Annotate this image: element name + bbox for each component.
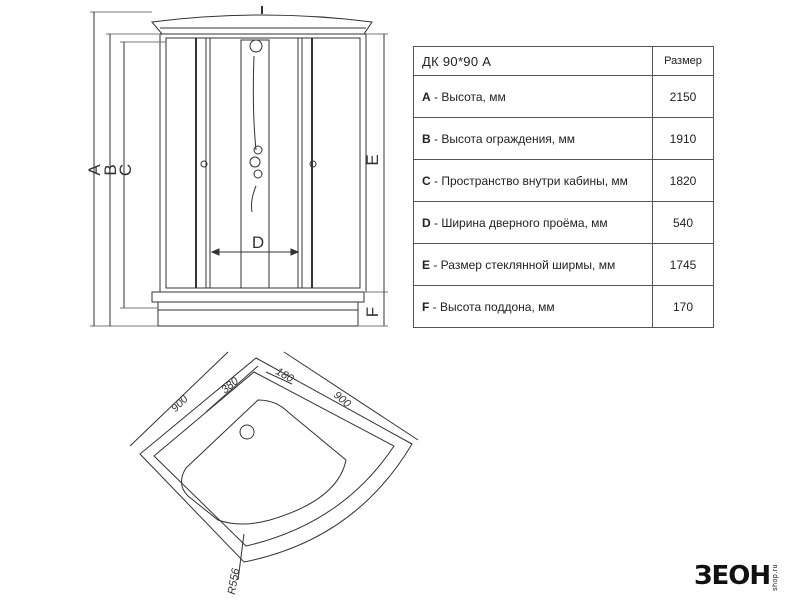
table-title: ДК 90*90 А bbox=[413, 46, 653, 76]
brand-logo-sub: shop.ru bbox=[772, 564, 780, 591]
table-header-value: Размер bbox=[652, 46, 714, 76]
table-row: D - Ширина дверного проёма, мм 540 bbox=[413, 201, 714, 244]
row-label: - Ширина дверного проёма, мм bbox=[430, 215, 608, 230]
dim-letter-f: F bbox=[363, 307, 382, 317]
row-label: - Высота поддона, мм bbox=[429, 299, 555, 314]
brand-logo: ЗЕОН shop.ru bbox=[694, 561, 779, 591]
dim-letter-a: A bbox=[85, 164, 104, 176]
dim-letter-b: B bbox=[101, 164, 120, 175]
table-header-row: ДК 90*90 А Размер bbox=[413, 46, 714, 76]
row-code: D bbox=[422, 215, 431, 230]
row-code: E bbox=[422, 257, 431, 272]
table-row: B - Высота ограждения, мм 1910 bbox=[413, 117, 714, 160]
row-value: 1745 bbox=[652, 243, 714, 286]
dim-letter-d: D bbox=[252, 233, 264, 252]
row-label: - Размер стеклянной ширмы, мм bbox=[430, 257, 616, 272]
row-label: - Пространство внутри кабины, мм bbox=[430, 173, 628, 188]
row-value: 540 bbox=[652, 201, 714, 244]
shower-elevation bbox=[90, 6, 388, 327]
brand-logo-text: ЗЕОН bbox=[694, 561, 771, 591]
row-value: 1910 bbox=[652, 117, 714, 160]
table-row: F - Высота поддона, мм 170 bbox=[413, 285, 714, 328]
row-label: - Высота, мм bbox=[430, 89, 506, 104]
row-label: - Высота ограждения, мм bbox=[430, 131, 575, 146]
dim-letter-c: C bbox=[116, 164, 135, 176]
tray-plan bbox=[129, 351, 419, 581]
row-code: A bbox=[422, 89, 431, 104]
row-code: F bbox=[422, 299, 430, 314]
row-code: C bbox=[422, 173, 431, 188]
row-code: B bbox=[422, 131, 431, 146]
dim-side-left: 900 bbox=[169, 393, 191, 415]
row-value: 2150 bbox=[652, 75, 714, 118]
dim-radius: R556 bbox=[226, 567, 243, 596]
table-row: C - Пространство внутри кабины, мм 1820 bbox=[413, 159, 714, 202]
table-row: A - Высота, мм 2150 bbox=[413, 75, 714, 118]
dim-letter-e: E bbox=[363, 154, 382, 165]
table-row: E - Размер стеклянной ширмы, мм 1745 bbox=[413, 243, 714, 286]
spec-table: ДК 90*90 А Размер A - Высота, мм 2150 B … bbox=[413, 46, 714, 328]
row-value: 1820 bbox=[652, 159, 714, 202]
row-value: 170 bbox=[652, 285, 714, 328]
